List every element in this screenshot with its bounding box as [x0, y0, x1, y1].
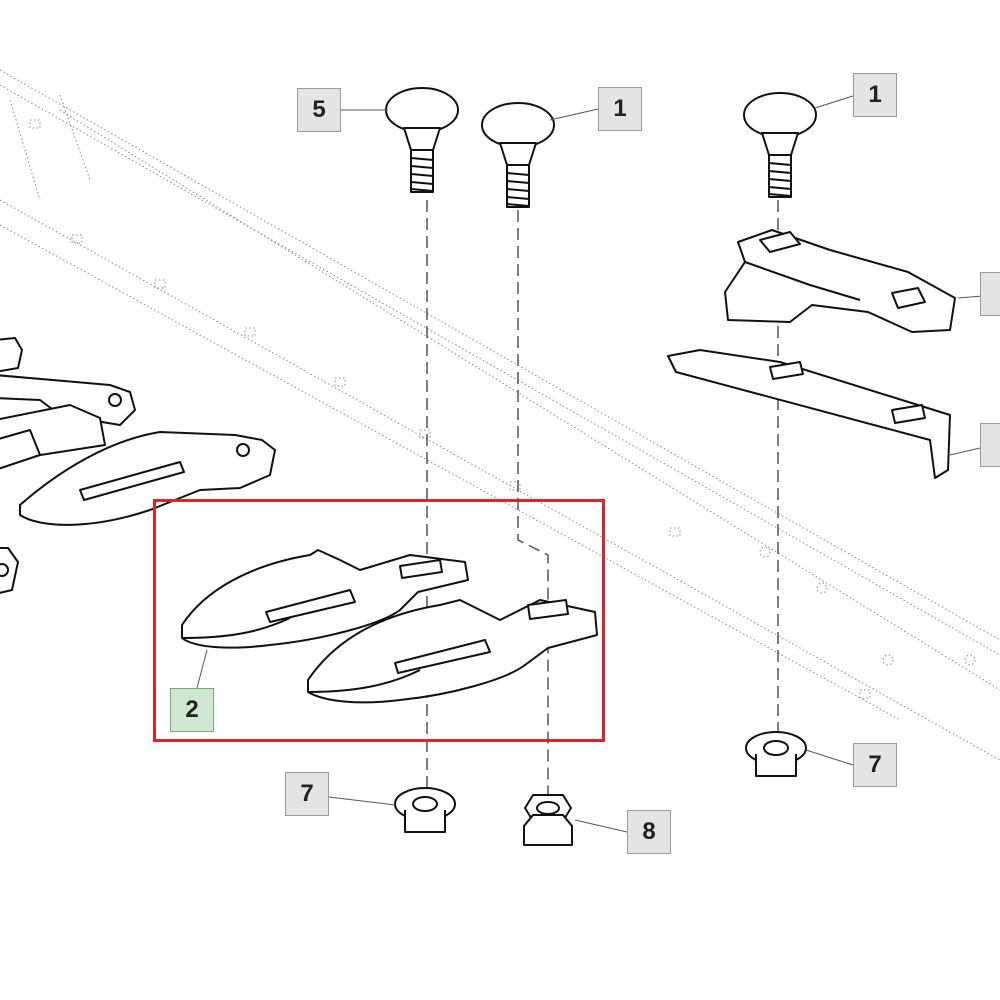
guard-left — [181, 549, 469, 649]
callout-8[interactable]: 8 — [627, 810, 671, 854]
wear-plate — [667, 349, 951, 479]
carriage-bolt-1-center — [481, 102, 555, 208]
flange-nut-7-right — [745, 731, 807, 777]
callout-1-right[interactable]: 1 — [853, 73, 897, 117]
callout-clipped-plate[interactable] — [980, 423, 1000, 467]
carriage-bolt-1-right — [743, 92, 817, 198]
callout-2-selected[interactable]: 2 — [170, 688, 214, 732]
selected-part-highlight — [153, 499, 605, 742]
callout-7-right[interactable]: 7 — [853, 743, 897, 787]
callout-5[interactable]: 5 — [297, 88, 341, 132]
lock-nut-8 — [523, 794, 573, 846]
leader-lines — [196, 95, 996, 833]
guard-right — [307, 599, 598, 704]
flange-nut-7-left — [394, 787, 456, 833]
hold-down-clip — [724, 229, 956, 333]
callout-1-center[interactable]: 1 — [598, 87, 642, 131]
carriage-bolt-5 — [385, 87, 459, 193]
cutter-bar-frame — [0, 69, 1000, 761]
callout-clipped-clip[interactable] — [980, 272, 1000, 316]
callout-7-left[interactable]: 7 — [285, 772, 329, 816]
left-guards — [0, 337, 276, 594]
